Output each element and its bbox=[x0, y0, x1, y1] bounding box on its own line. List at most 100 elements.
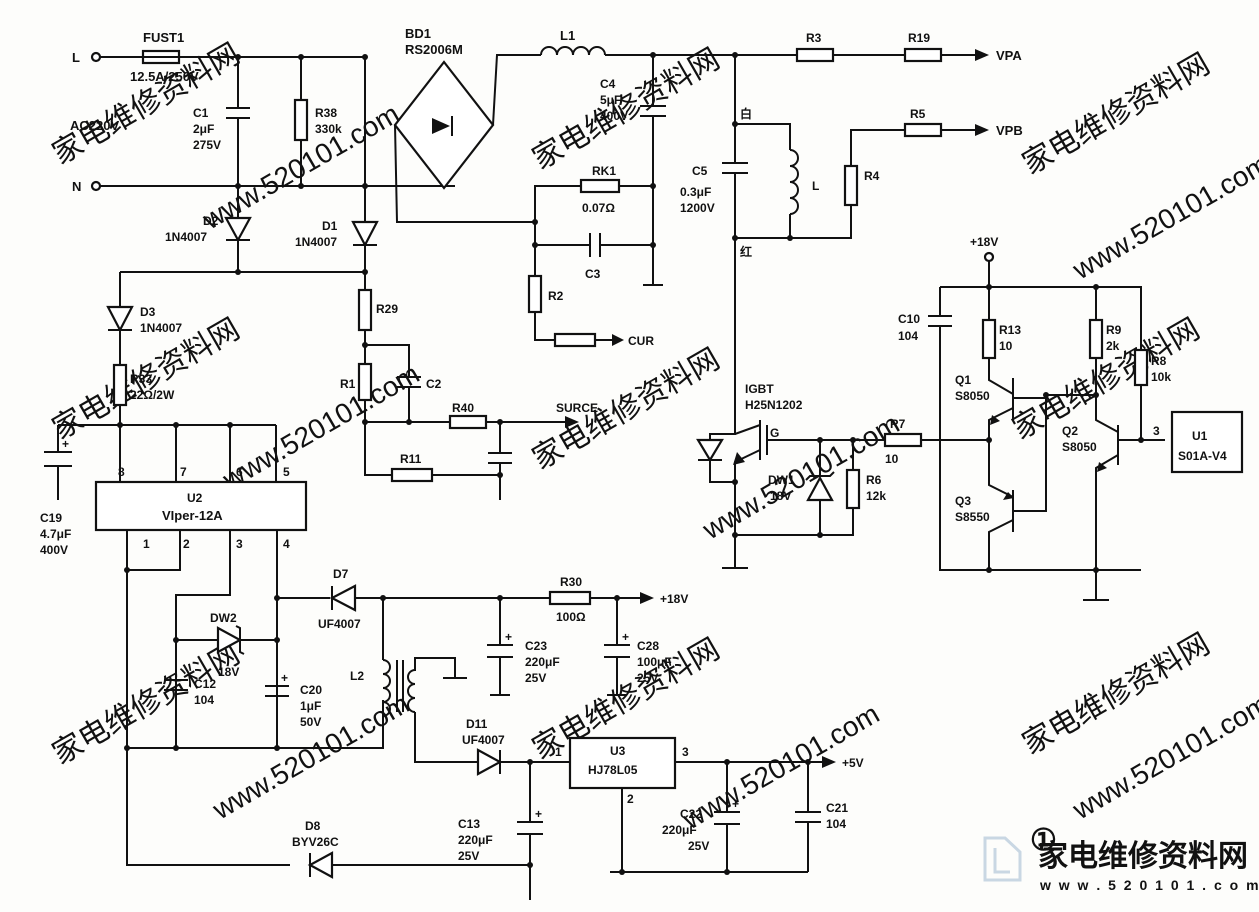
dw1-ref: DW1 bbox=[768, 473, 795, 487]
surce-label: SURCE bbox=[556, 401, 598, 415]
d2-part: 1N4007 bbox=[165, 230, 207, 244]
d11-part: UF4007 bbox=[462, 733, 505, 747]
coil-ref: L bbox=[812, 179, 819, 193]
vpa-label: VPA bbox=[996, 48, 1022, 63]
arrow-icon bbox=[612, 334, 624, 346]
resistor-r9 bbox=[1088, 318, 1104, 360]
rk1-value: 0.07Ω bbox=[582, 201, 615, 215]
dw1-value: 18V bbox=[770, 489, 791, 503]
r1-ref: R1 bbox=[340, 377, 356, 391]
watermark-url: www.520101.com bbox=[1067, 148, 1259, 286]
q1-part: S8050 bbox=[955, 389, 990, 403]
d1-part: 1N4007 bbox=[295, 235, 337, 249]
figure-number: ① bbox=[1030, 824, 1057, 857]
u2-pin8: 8 bbox=[118, 465, 125, 479]
resistor-r13 bbox=[981, 318, 997, 360]
resistor-r4 bbox=[843, 164, 859, 207]
u3-ref: U3 bbox=[610, 744, 626, 758]
u3-pin-out: 3 bbox=[682, 745, 689, 759]
zener-dw2-icon bbox=[216, 626, 243, 654]
vpb-label: VPB bbox=[996, 123, 1023, 138]
r8-ref: R8 bbox=[1151, 354, 1167, 368]
watermark-cn: 家电维修资料网 bbox=[1017, 47, 1215, 181]
c5-value: 0.3μF bbox=[680, 185, 711, 199]
d8-ref: D8 bbox=[305, 819, 321, 833]
l1-ref: L1 bbox=[560, 28, 575, 43]
arrow-icon bbox=[975, 49, 989, 61]
d3-part: 1N4007 bbox=[140, 321, 182, 335]
c22-ref: C22 bbox=[680, 807, 702, 821]
c4-ref: C4 bbox=[600, 77, 616, 91]
c20-value: 1μF bbox=[300, 699, 321, 713]
u2-pin6: 6 bbox=[236, 465, 243, 479]
r33-value: 22Ω/2W bbox=[130, 388, 175, 402]
igbt-gate-label: G bbox=[770, 426, 779, 440]
c13-ref: C13 bbox=[458, 817, 480, 831]
dw2-value: 18V bbox=[218, 665, 239, 679]
resonant-section: R3 R19 VPA C5 0.3μF 1200V 白 红 L R4 R5 VP… bbox=[680, 31, 1023, 420]
r33-ref: R33 bbox=[130, 372, 152, 386]
r4-ref: R4 bbox=[864, 169, 880, 183]
r40-ref: R40 bbox=[452, 401, 474, 415]
bd1-part: RS2006M bbox=[405, 42, 463, 57]
c4-voltage: 400V bbox=[600, 109, 628, 123]
transformer-secondary bbox=[407, 657, 456, 713]
c5-ref: C5 bbox=[692, 164, 708, 178]
igbt-part: H25N1202 bbox=[745, 398, 803, 412]
fuse-ref: FUST1 bbox=[143, 30, 184, 45]
pfc-filter-section: L1 C4 5μF 400V RK1 0.07Ω C3 R2 CUR bbox=[527, 28, 738, 348]
u3-part: HJ78L05 bbox=[588, 763, 638, 777]
bridge-rectifier-bd1: BD1 RS2006M bbox=[364, 26, 541, 223]
r30-value: 100Ω bbox=[556, 610, 586, 624]
c4-value: 5μF bbox=[600, 93, 621, 107]
r6-ref: R6 bbox=[866, 473, 882, 487]
svg-text:+: + bbox=[535, 807, 542, 821]
inductor-l1 bbox=[540, 46, 606, 56]
d11-ref: D11 bbox=[466, 717, 488, 731]
driver-section: +18V C10 104 R13 10 Q1 S8050 Q3 S8550 bbox=[898, 235, 1244, 601]
arrow-icon bbox=[640, 592, 654, 604]
feedback-d8: D8 BYV26C bbox=[292, 819, 339, 879]
u1-pin: 3 bbox=[1153, 424, 1160, 438]
resistor-rk1 bbox=[579, 178, 621, 194]
d2-ref: D2 bbox=[203, 214, 219, 228]
c5-voltage: 1200V bbox=[680, 201, 715, 215]
c1-value: 2μF bbox=[193, 122, 214, 136]
c13-voltage: 25V bbox=[458, 849, 479, 863]
zener-dw1-icon bbox=[806, 475, 834, 502]
u2-pin4: 4 bbox=[283, 537, 290, 551]
plus18v-output: D7 UF4007 R30 100Ω +18V + C23 220μF 25V … bbox=[274, 567, 688, 696]
resistor-r8 bbox=[1133, 348, 1149, 387]
u2-ref: U2 bbox=[187, 491, 203, 505]
c19-voltage: 400V bbox=[40, 543, 68, 557]
supply-18v-terminal bbox=[983, 251, 995, 263]
d8-part: BYV26C bbox=[292, 835, 339, 849]
switcher-u2: 8 7 6 5 U2 VIper-12A 1 2 3 4 DW2 18V C12… bbox=[94, 465, 530, 866]
c28-voltage: 25V bbox=[637, 671, 658, 685]
diode-d2-icon bbox=[224, 216, 252, 243]
c10-value: 104 bbox=[898, 329, 918, 343]
induction-coil-l bbox=[789, 149, 799, 215]
q1-ref: Q1 bbox=[955, 373, 971, 387]
resistor-r5 bbox=[903, 122, 943, 138]
r30-ref: R30 bbox=[560, 575, 582, 589]
damper-diode-icon bbox=[696, 438, 724, 463]
fuse-rating: 12.5A/250V bbox=[130, 69, 199, 84]
u2-pin7: 7 bbox=[180, 465, 187, 479]
resistor-r1 bbox=[357, 362, 373, 402]
igbt-section: IGBT H25N1202 G DW1 18V R6 12k R7 bbox=[696, 382, 988, 569]
diode-d7-icon bbox=[329, 584, 357, 612]
diode-d3-icon bbox=[106, 305, 134, 333]
d7-ref: D7 bbox=[333, 567, 349, 581]
plus18-out-label: +18V bbox=[660, 592, 688, 606]
dw2-ref: DW2 bbox=[210, 611, 237, 625]
arrow-icon bbox=[975, 124, 989, 136]
u2-part: VIper-12A bbox=[162, 508, 223, 523]
resistor-r6 bbox=[845, 468, 861, 510]
l2-ref: L2 bbox=[350, 669, 364, 683]
c28-ref: C28 bbox=[637, 639, 659, 653]
c12-ref: C12 bbox=[194, 677, 216, 691]
c3-ref: C3 bbox=[585, 267, 601, 281]
